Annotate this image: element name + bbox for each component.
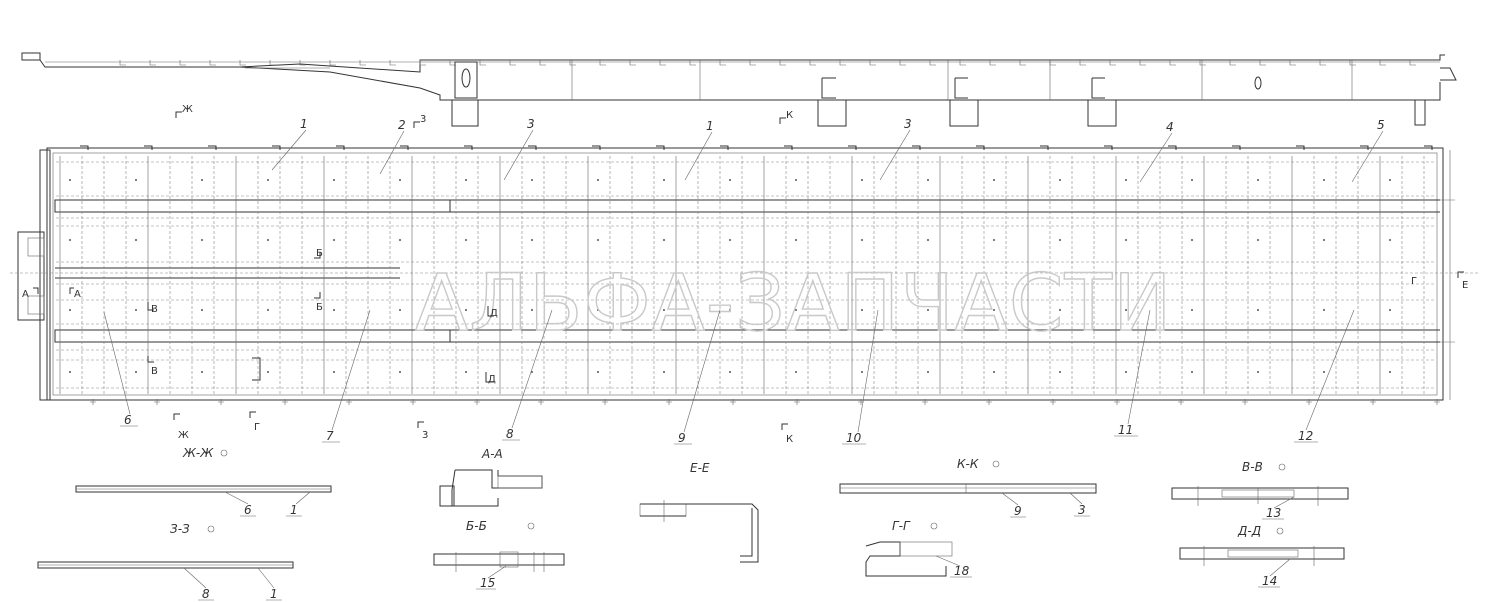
- view-z-z-callout-8: 8: [202, 587, 210, 601]
- mark-z-bottom: 3: [422, 430, 428, 441]
- watermark-text: АЛЬФА-ЗАПЧАСТИ: [415, 259, 1172, 349]
- mark-v-1: В: [151, 304, 158, 315]
- callout-bottom-12: 12: [1298, 429, 1313, 443]
- mark-k-bottom: К: [786, 434, 793, 445]
- view-zh-zh-callout-1: 1: [290, 503, 298, 517]
- mark-b-2: Б: [316, 302, 323, 313]
- callout-top-1c: 3: [904, 117, 912, 131]
- bottom-callouts: 6 7 8 9 10 11 12: [103, 309, 1355, 445]
- mark-zh-bottom: Ж: [178, 430, 189, 441]
- view-g-g-caption: Г-Г: [892, 519, 911, 533]
- callout-bottom-9: 9: [678, 431, 686, 445]
- mark-a-inner: А: [74, 289, 81, 300]
- callout-bottom-6: 6: [124, 413, 132, 427]
- view-b-b: Б-Б 15: [433, 519, 565, 590]
- callout-bottom-7: 7: [326, 429, 334, 443]
- callout-bottom-8: 8: [506, 427, 514, 441]
- callout-top-2: 2: [398, 118, 406, 132]
- plan-view: [10, 145, 1480, 405]
- view-d-d-callout-14: 14: [1262, 574, 1277, 588]
- side-view: [21, 52, 1457, 127]
- view-zh-zh: Ж-Ж 6 1: [75, 446, 332, 517]
- view-zh-zh-callout-6: 6: [244, 503, 252, 517]
- mark-a-left: А: [22, 289, 29, 300]
- view-b-b-callout-15: 15: [480, 576, 495, 590]
- callout-top-3: 1: [706, 119, 714, 133]
- view-a-a-caption: А-А: [481, 447, 503, 461]
- mark-d-1: Д: [490, 308, 498, 319]
- view-k-k-callout-3: 3: [1078, 503, 1086, 517]
- view-k-k: К-К 9 3: [839, 457, 1097, 518]
- callout-top-1a: 1: [300, 117, 308, 131]
- view-zh-zh-caption: Ж-Ж: [182, 446, 214, 460]
- mark-e-right: Е: [1462, 280, 1468, 291]
- view-k-k-callout-9: 9: [1014, 504, 1022, 518]
- view-z-z-callout-1: 1: [270, 587, 278, 601]
- mark-g-bottom: Г: [254, 422, 260, 433]
- callout-top-5: 5: [1377, 118, 1385, 132]
- callout-bottom-10: 10: [846, 431, 862, 445]
- view-a-a: А-А: [439, 447, 543, 507]
- callout-bottom-11: 11: [1118, 423, 1133, 437]
- view-z-z-caption: З-З: [170, 522, 190, 536]
- mark-g-right: Г: [1411, 276, 1417, 287]
- view-b-b-caption: Б-Б: [466, 519, 487, 533]
- mark-v-2: В: [151, 366, 158, 377]
- view-v-v-caption: В-В: [1242, 460, 1263, 474]
- view-k-k-caption: К-К: [957, 457, 979, 471]
- view-v-v: В-В 13: [1171, 460, 1349, 520]
- section-marks: Ж 3 К А А Б Б В В Д Д Е Г Ж Г 3 К: [22, 104, 1468, 445]
- mark-z-top: 3: [420, 114, 426, 125]
- mark-d-2: Д: [488, 374, 496, 385]
- mark-k-top: К: [786, 110, 793, 121]
- view-g-g-callout-18: 18: [954, 564, 970, 578]
- callout-top-4: 4: [1166, 120, 1174, 134]
- view-v-v-callout-13: 13: [1266, 506, 1281, 520]
- view-z-z: З-З 8 1: [37, 522, 294, 601]
- view-d-d-caption: Д-Д: [1237, 524, 1261, 538]
- mark-b-1: Б: [316, 248, 323, 259]
- view-e-e: Е-Е: [639, 461, 759, 563]
- mark-zh-top: Ж: [182, 104, 193, 115]
- top-callouts: 1 2 3 1 3 4 5: [271, 117, 1385, 183]
- view-e-e-caption: Е-Е: [690, 461, 710, 475]
- callout-top-1b: 3: [527, 117, 535, 131]
- view-g-g: Г-Г 18: [865, 519, 972, 578]
- view-d-d: Д-Д 14: [1179, 524, 1345, 588]
